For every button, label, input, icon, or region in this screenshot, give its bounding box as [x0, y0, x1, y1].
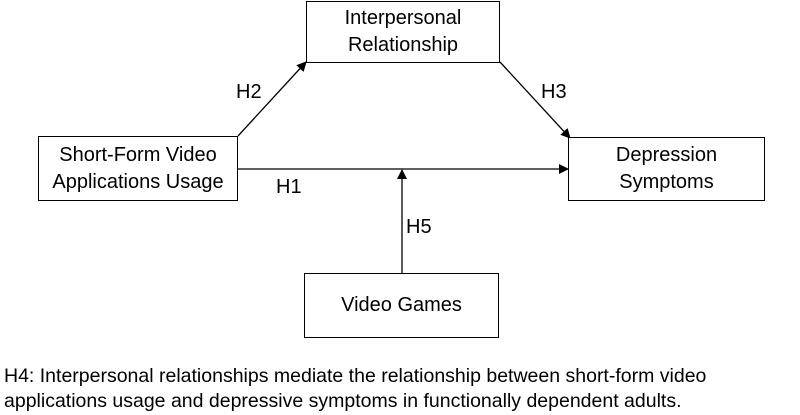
hypothesis-caption: H4: Interpersonal relationships mediate …	[4, 364, 800, 414]
node-short-form-video-usage: Short-Form Video Applications Usage	[38, 136, 238, 201]
node-depression-line2: Symptoms	[619, 171, 714, 193]
edge-label-h3: H3	[541, 81, 567, 103]
node-interpersonal-line1: Interpersonal	[344, 7, 462, 29]
edge-label-h1: H1	[276, 176, 302, 198]
edge-label-h5: H5	[406, 216, 432, 238]
node-games-line1: Video Games	[341, 294, 462, 316]
node-video-games: Video Games	[304, 273, 499, 338]
node-depression-symptoms: Depression Symptoms	[568, 137, 765, 201]
arrow-h3	[499, 61, 571, 139]
node-interpersonal-line2: Relationship	[347, 34, 459, 56]
caption-line2: applications usage and depressive sympto…	[4, 390, 682, 412]
arrow-h2	[237, 61, 307, 137]
edge-label-h2: H2	[236, 81, 262, 103]
caption-line1: H4: Interpersonal relationships mediate …	[4, 365, 707, 387]
node-interpersonal-relationship: Interpersonal Relationship	[306, 1, 500, 63]
node-depression-line1: Depression	[615, 144, 718, 166]
node-shortform-line1: Short-Form Video	[59, 143, 217, 166]
node-shortform-line2: Applications Usage	[52, 170, 224, 193]
